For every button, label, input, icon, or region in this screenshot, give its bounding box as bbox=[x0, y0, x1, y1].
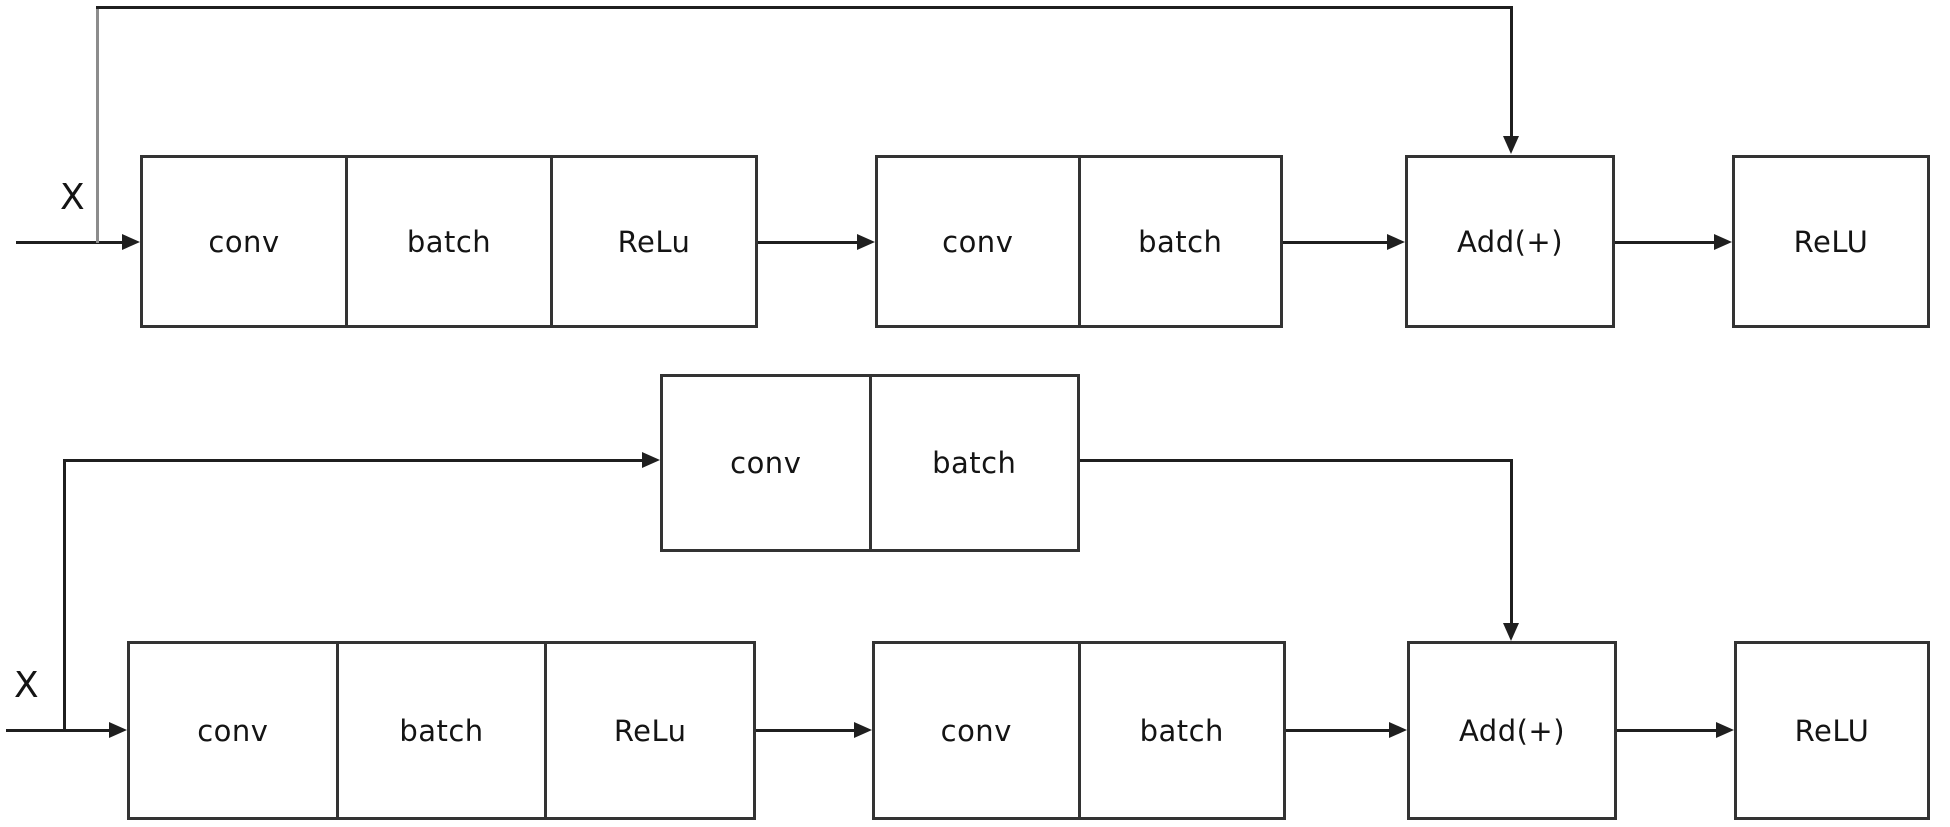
bottom-arrow3-arrowhead bbox=[1716, 722, 1734, 738]
top-arrow2-line bbox=[1283, 241, 1387, 244]
top-input-label: X bbox=[60, 177, 85, 218]
top-arrow1-arrowhead bbox=[857, 234, 875, 250]
bottom-arrow2-line bbox=[1286, 729, 1389, 732]
bottom-input-arrowhead bbox=[109, 722, 127, 738]
bottom-arrow1-line bbox=[756, 729, 854, 732]
top-relu-block-label: ReLU bbox=[1793, 224, 1869, 259]
bottom-skip-vertical-left bbox=[63, 459, 66, 732]
top-second-block-cell-conv: conv bbox=[878, 158, 1081, 325]
top-skip-horizontal bbox=[96, 6, 1513, 9]
bottom-arrow3-line bbox=[1617, 729, 1716, 732]
top-main-block-cell-conv: conv bbox=[143, 158, 348, 325]
bottom-second-block-cell-batch: batch bbox=[1139, 713, 1224, 748]
top-main-block-cell-batch: batch bbox=[348, 158, 553, 325]
bottom-input-line bbox=[6, 729, 109, 732]
bottom-main-block: conv batch ReLu bbox=[127, 641, 756, 820]
top-relu-block: ReLU bbox=[1732, 155, 1930, 328]
top-skip-vertical-right bbox=[1510, 6, 1513, 136]
bottom-shortcut-block: conv batch bbox=[660, 374, 1080, 552]
top-arrow1-line bbox=[758, 241, 857, 244]
top-arrow3-arrowhead bbox=[1714, 234, 1732, 250]
top-add-block: Add(+) bbox=[1405, 155, 1615, 328]
bottom-main-block-cell-batch: batch bbox=[339, 644, 548, 817]
bottom-arrow1-arrowhead bbox=[854, 722, 872, 738]
top-arrow2-arrowhead bbox=[1387, 234, 1405, 250]
top-arrow3-line bbox=[1615, 241, 1714, 244]
top-skip-vertical-left bbox=[96, 6, 99, 243]
bottom-shortcut-block-cell-batch: batch bbox=[932, 446, 1017, 480]
bottom-skip-arrowhead-into-shortcut-block bbox=[642, 452, 660, 468]
bottom-add-block-label: Add(+) bbox=[1458, 713, 1566, 748]
top-input-arrowhead bbox=[122, 234, 140, 250]
top-second-block-cell-batch: batch bbox=[1138, 224, 1223, 259]
bottom-skip-arrowhead bbox=[1503, 623, 1519, 641]
bottom-relu-block-label: ReLU bbox=[1794, 713, 1870, 748]
bottom-add-block: Add(+) bbox=[1407, 641, 1617, 820]
bottom-main-block-cell-conv: conv bbox=[130, 644, 339, 817]
bottom-shortcut-block-cell-conv: conv bbox=[663, 377, 872, 549]
bottom-second-block-cell-conv: conv bbox=[875, 644, 1081, 817]
bottom-main-block-cell-relu: ReLu bbox=[613, 713, 687, 748]
top-main-block-cell-relu: ReLu bbox=[617, 224, 691, 259]
bottom-arrow2-arrowhead bbox=[1389, 722, 1407, 738]
top-skip-arrowhead bbox=[1503, 136, 1519, 154]
top-add-block-label: Add(+) bbox=[1456, 224, 1564, 259]
bottom-input-label: X bbox=[14, 665, 39, 706]
bottom-skip-line-to-shortcut-block bbox=[63, 459, 642, 462]
top-second-block: conv batch bbox=[875, 155, 1283, 328]
bottom-relu-block: ReLU bbox=[1734, 641, 1930, 820]
top-main-block: conv batch ReLu bbox=[140, 155, 758, 328]
bottom-skip-horizontal-right bbox=[1080, 459, 1513, 462]
bottom-skip-vertical-right bbox=[1510, 459, 1513, 623]
bottom-second-block: conv batch bbox=[872, 641, 1286, 820]
top-input-line bbox=[16, 241, 122, 244]
